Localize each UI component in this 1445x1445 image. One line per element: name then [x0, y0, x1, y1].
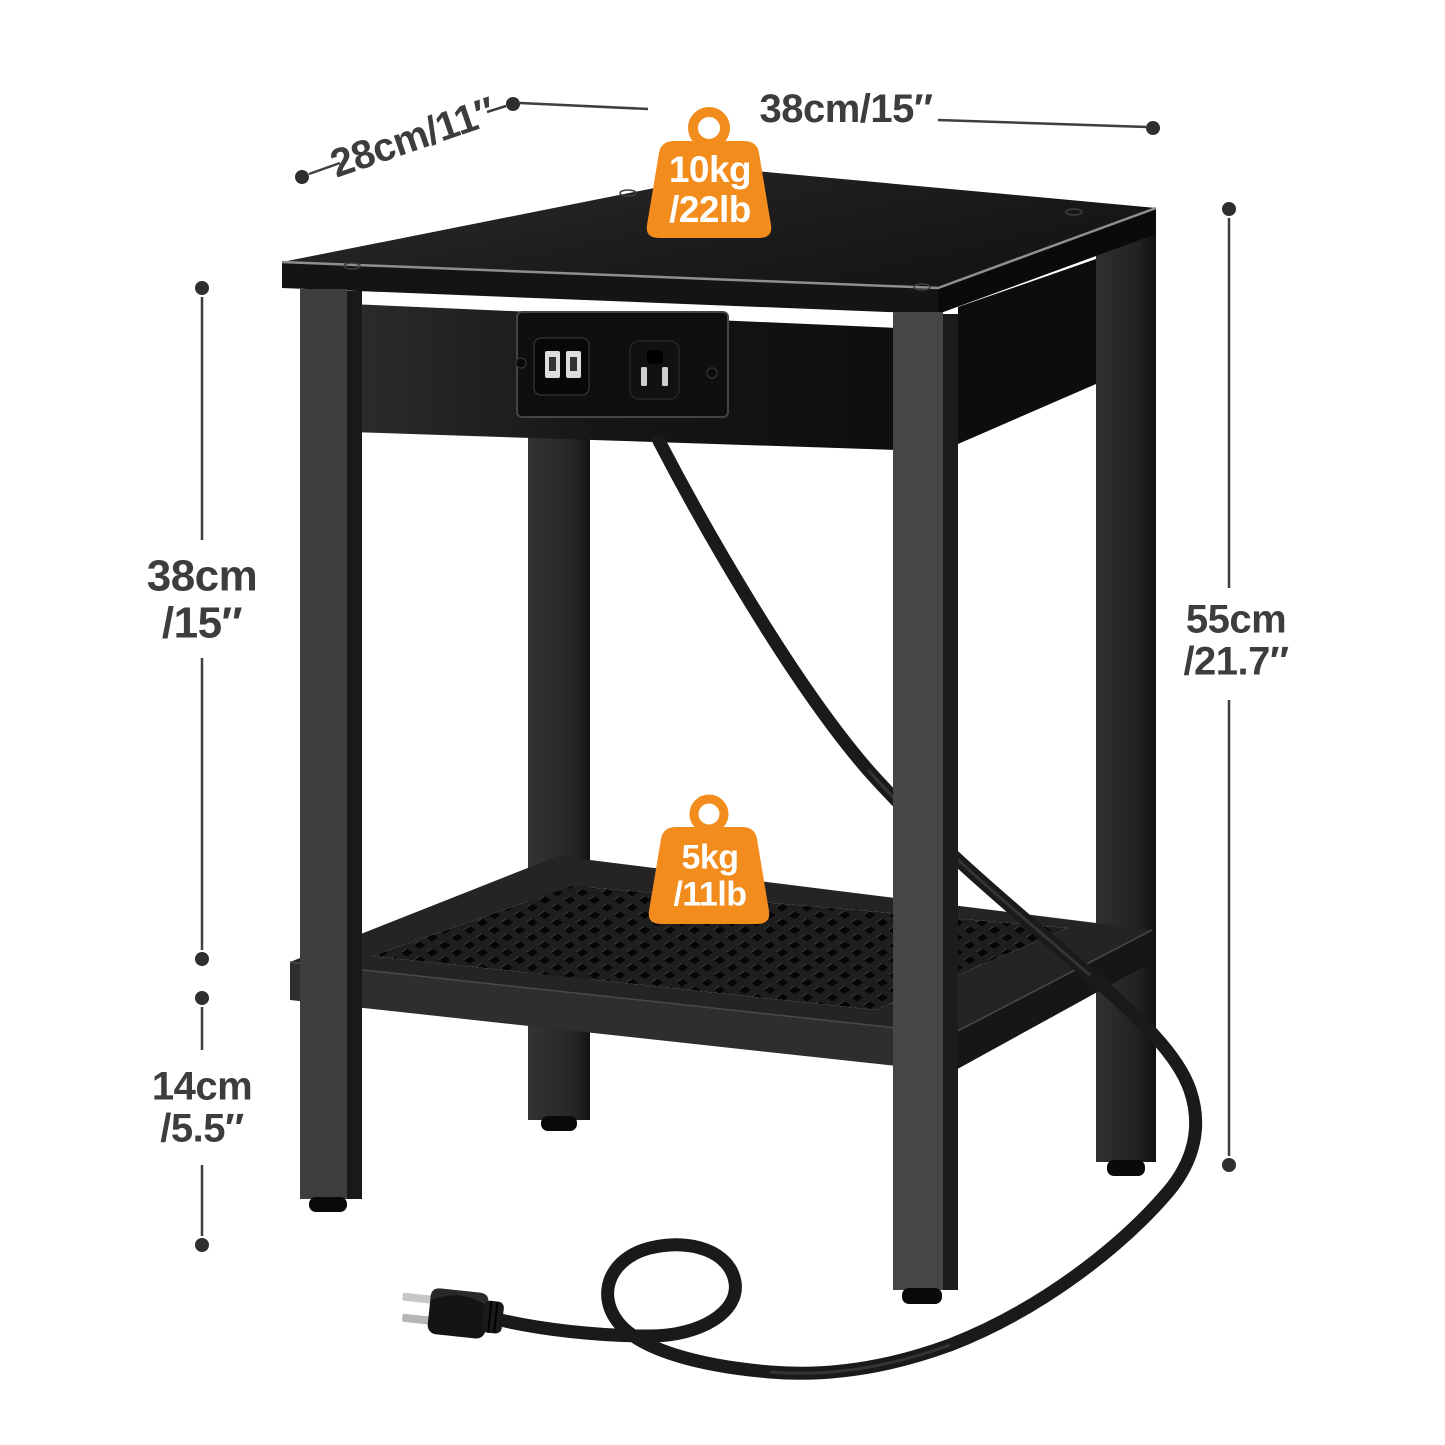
tabletop-screw-marks [343, 189, 1083, 291]
tabletop-weight-badge [646, 107, 772, 238]
dimension-value-in: /21.7″ [1183, 640, 1289, 684]
dimension-shelf-clearance [195, 281, 209, 966]
dimension-label-leg-height: 14cm /5.5″ [151, 1064, 253, 1151]
tabletop-capacity-label: 10kg /22lb [668, 149, 752, 230]
kettlebell-ring [688, 107, 730, 149]
dimension-label-shelf-clearance: 38cm /15″ [147, 553, 258, 646]
dimension-value-in: /15″ [161, 598, 243, 647]
capacity-kg: 5kg [681, 838, 739, 877]
tabletop-right-face [938, 208, 1156, 314]
ac-outlet-icon [629, 340, 680, 400]
front-right-leg [893, 312, 958, 1304]
kettlebell-body [646, 141, 772, 238]
kettlebell-body [648, 827, 770, 924]
dimension-lines [195, 97, 1236, 1252]
dimension-value-cm: 38cm [146, 551, 258, 601]
panel-screw-left [515, 357, 527, 369]
shelf-capacity-label: 5kg /11lb [673, 838, 747, 913]
panel-screw-right [706, 367, 718, 379]
dimension-label-top-width: 38cm/15″ [759, 86, 933, 131]
front-left-leg [300, 289, 362, 1212]
capacity-lb: /11lb [673, 875, 747, 913]
dimension-leg-height [195, 991, 209, 1252]
kettlebell-ring [689, 794, 729, 834]
power-plug [402, 1288, 504, 1339]
dimension-value-cm: 55cm [1185, 597, 1287, 642]
tabletop-edge-rim [281, 206, 1157, 290]
tabletop-front-face [282, 262, 938, 314]
dimension-value-cm: 14cm [151, 1064, 253, 1109]
dimension-top-width [506, 97, 1160, 135]
dimension-label-total-height: 55cm /21.7″ [1183, 597, 1289, 684]
dimension-value-in: /5.5″ [160, 1107, 244, 1151]
dimension-total-height [1222, 202, 1236, 1172]
charging-station-panel [515, 311, 729, 418]
shelf-weight-badge [648, 794, 770, 924]
shelf-frame-front [290, 962, 952, 1072]
shelf-frame-right [952, 930, 1152, 1072]
dimension-top-depth [295, 104, 507, 184]
dual-usb-ports-icon [533, 337, 590, 396]
apron-right-face [958, 259, 1096, 444]
capacity-kg: 10kg [668, 149, 752, 191]
capacity-lb: /22lb [669, 189, 751, 230]
